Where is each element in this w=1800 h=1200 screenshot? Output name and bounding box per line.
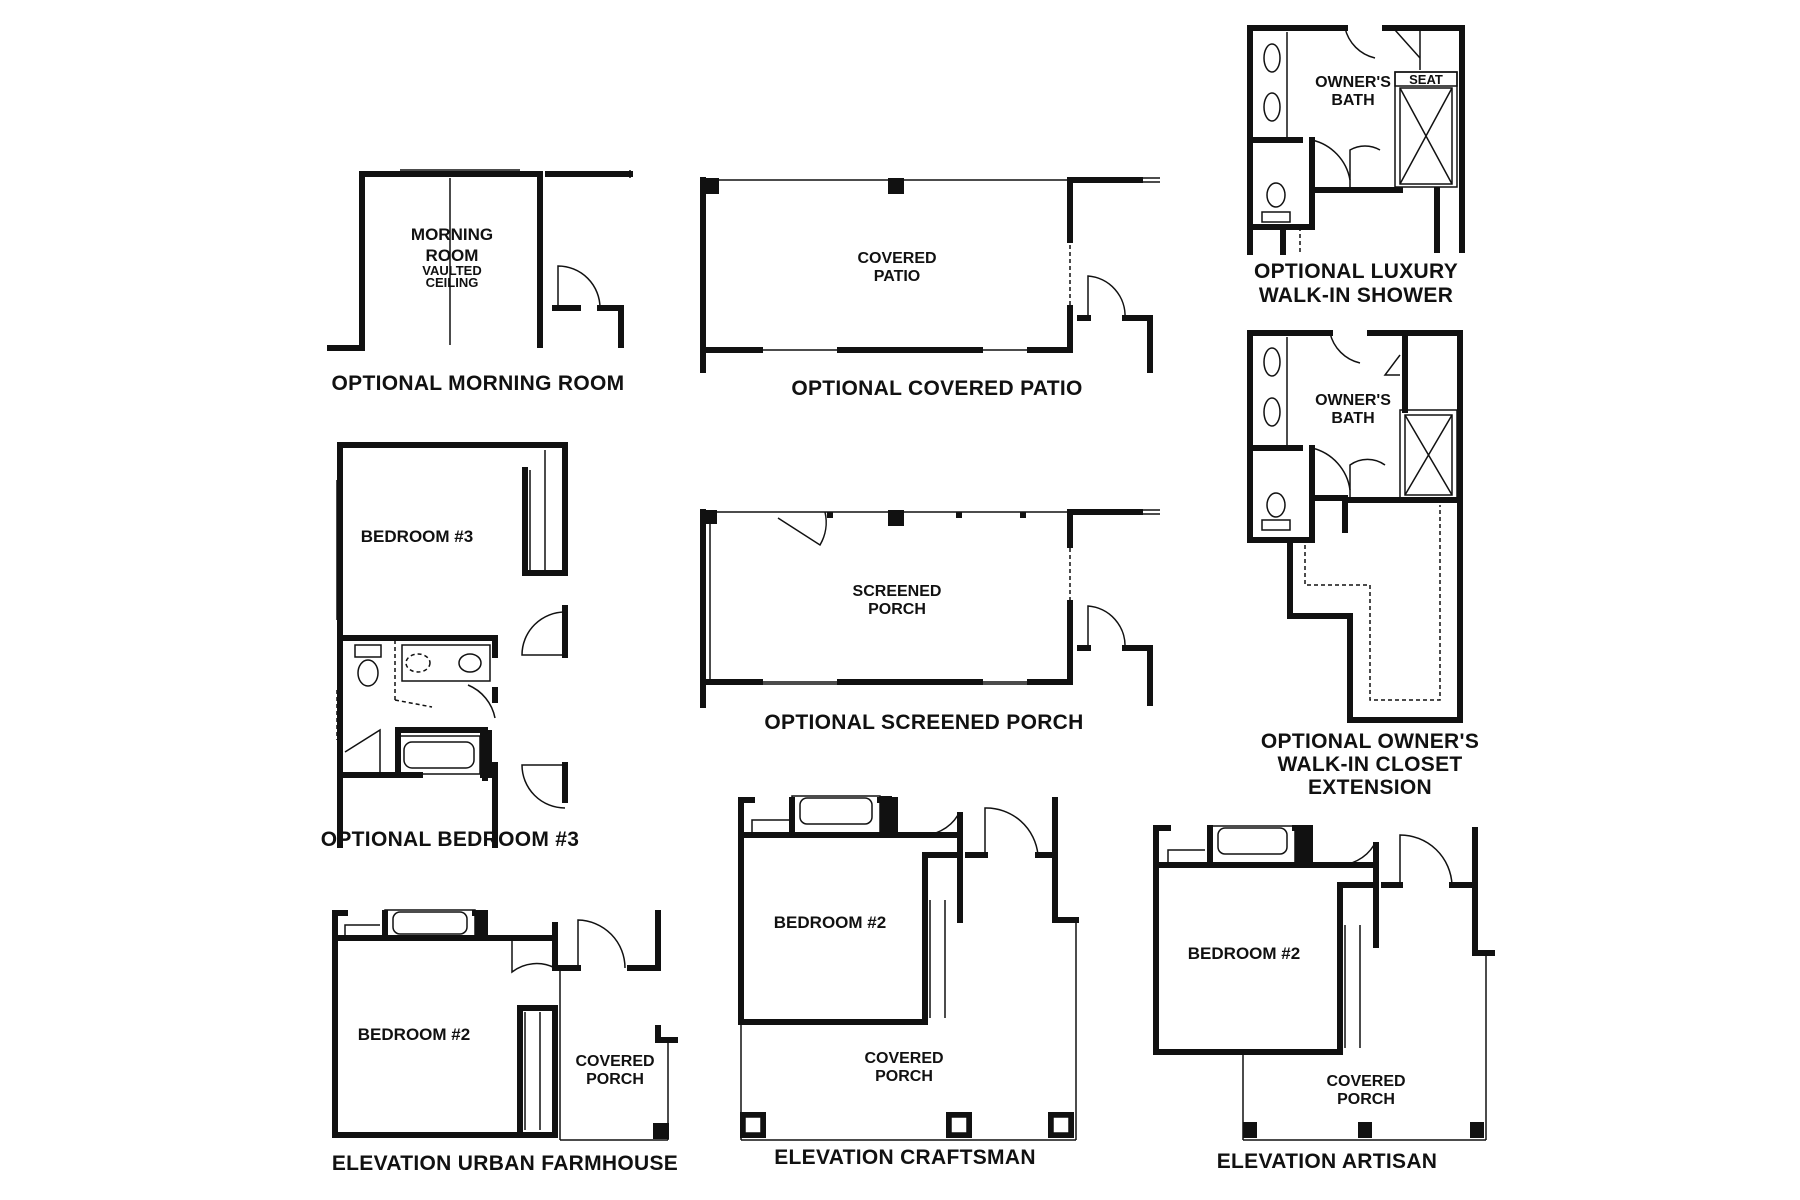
covered-patio-label-1: COVERED bbox=[857, 250, 936, 267]
morning-room-label-3: VAULTED bbox=[422, 263, 481, 278]
morning-room-label-1: MORNING bbox=[411, 225, 493, 244]
plan-luxury-shower: SEAT OWNER'S BATH OPTIONAL LUXURY WALK-I… bbox=[1247, 25, 1465, 307]
caption-morning-room: OPTIONAL MORNING ROOM bbox=[332, 372, 625, 395]
caption-urban-farmhouse: ELEVATION URBAN FARMHOUSE bbox=[332, 1152, 678, 1175]
plan-artisan: BEDROOM #2 COVERED PORCH ELEVATION ARTIS… bbox=[1153, 825, 1495, 1173]
caption-closet-extension-1: OPTIONAL OWNER'S bbox=[1261, 730, 1479, 753]
luxury-bath-label-1: OWNER'S bbox=[1315, 74, 1391, 91]
covered-patio-label-2: PATIO bbox=[874, 268, 921, 285]
caption-bedroom-3: OPTIONAL BEDROOM #3 bbox=[321, 828, 580, 851]
craftsman-porch-label-2: PORCH bbox=[875, 1068, 933, 1085]
artisan-porch-label-2: PORCH bbox=[1337, 1091, 1395, 1108]
morning-room-label-2: ROOM bbox=[426, 246, 479, 265]
screened-porch-label-1: SCREENED bbox=[853, 583, 942, 600]
shower-seat-label: SEAT bbox=[1409, 72, 1443, 87]
luxury-bath-label-2: BATH bbox=[1331, 92, 1374, 109]
artisan-porch-label-1: COVERED bbox=[1326, 1073, 1405, 1090]
plan-urban-farmhouse: BEDROOM #2 COVERED PORCH ELEVATION URBAN… bbox=[332, 909, 678, 1175]
plan-craftsman: BEDROOM #2 COVERED PORCH ELEVATION CRAFT… bbox=[738, 795, 1079, 1169]
farmhouse-porch-label-2: PORCH bbox=[586, 1071, 644, 1088]
closet-bath-label-2: BATH bbox=[1331, 410, 1374, 427]
closet-bath-label-1: OWNER'S bbox=[1315, 392, 1391, 409]
plan-covered-patio: COVERED PATIO OPTIONAL COVERED PATIO bbox=[700, 177, 1160, 400]
farmhouse-bedroom-label: BEDROOM #2 bbox=[358, 1025, 470, 1044]
plan-screened-porch: SCREENED PORCH OPTIONAL SCREENED PORCH bbox=[700, 509, 1160, 734]
caption-closet-extension-2: WALK-IN CLOSET bbox=[1277, 753, 1462, 776]
caption-closet-extension-3: EXTENSION bbox=[1308, 776, 1432, 799]
caption-luxury-shower-1: OPTIONAL LUXURY bbox=[1254, 260, 1458, 283]
caption-artisan: ELEVATION ARTISAN bbox=[1217, 1150, 1438, 1173]
craftsman-bedroom-label: BEDROOM #2 bbox=[774, 913, 886, 932]
craftsman-porch-label-1: COVERED bbox=[864, 1050, 943, 1067]
caption-craftsman: ELEVATION CRAFTSMAN bbox=[774, 1146, 1036, 1169]
plan-closet-extension: OWNER'S BATH OPTIONAL OWNER'S WALK-IN CL… bbox=[1247, 330, 1479, 799]
farmhouse-porch-label-1: COVERED bbox=[575, 1053, 654, 1070]
caption-luxury-shower-2: WALK-IN SHOWER bbox=[1259, 284, 1453, 307]
caption-screened-porch: OPTIONAL SCREENED PORCH bbox=[764, 711, 1083, 734]
plan-morning-room: MORNING ROOM VAULTED CEILING OPTIONAL MO… bbox=[327, 169, 633, 395]
morning-room-label-4: CEILING bbox=[426, 275, 479, 290]
screened-porch-label-2: PORCH bbox=[868, 601, 926, 618]
bedroom-3-label: BEDROOM #3 bbox=[361, 527, 473, 546]
artisan-bedroom-label: BEDROOM #2 bbox=[1188, 944, 1300, 963]
plan-bedroom-3: BEDROOM #3 OPTIONAL BEDROOM #3 bbox=[321, 442, 580, 851]
caption-covered-patio: OPTIONAL COVERED PATIO bbox=[791, 377, 1082, 400]
